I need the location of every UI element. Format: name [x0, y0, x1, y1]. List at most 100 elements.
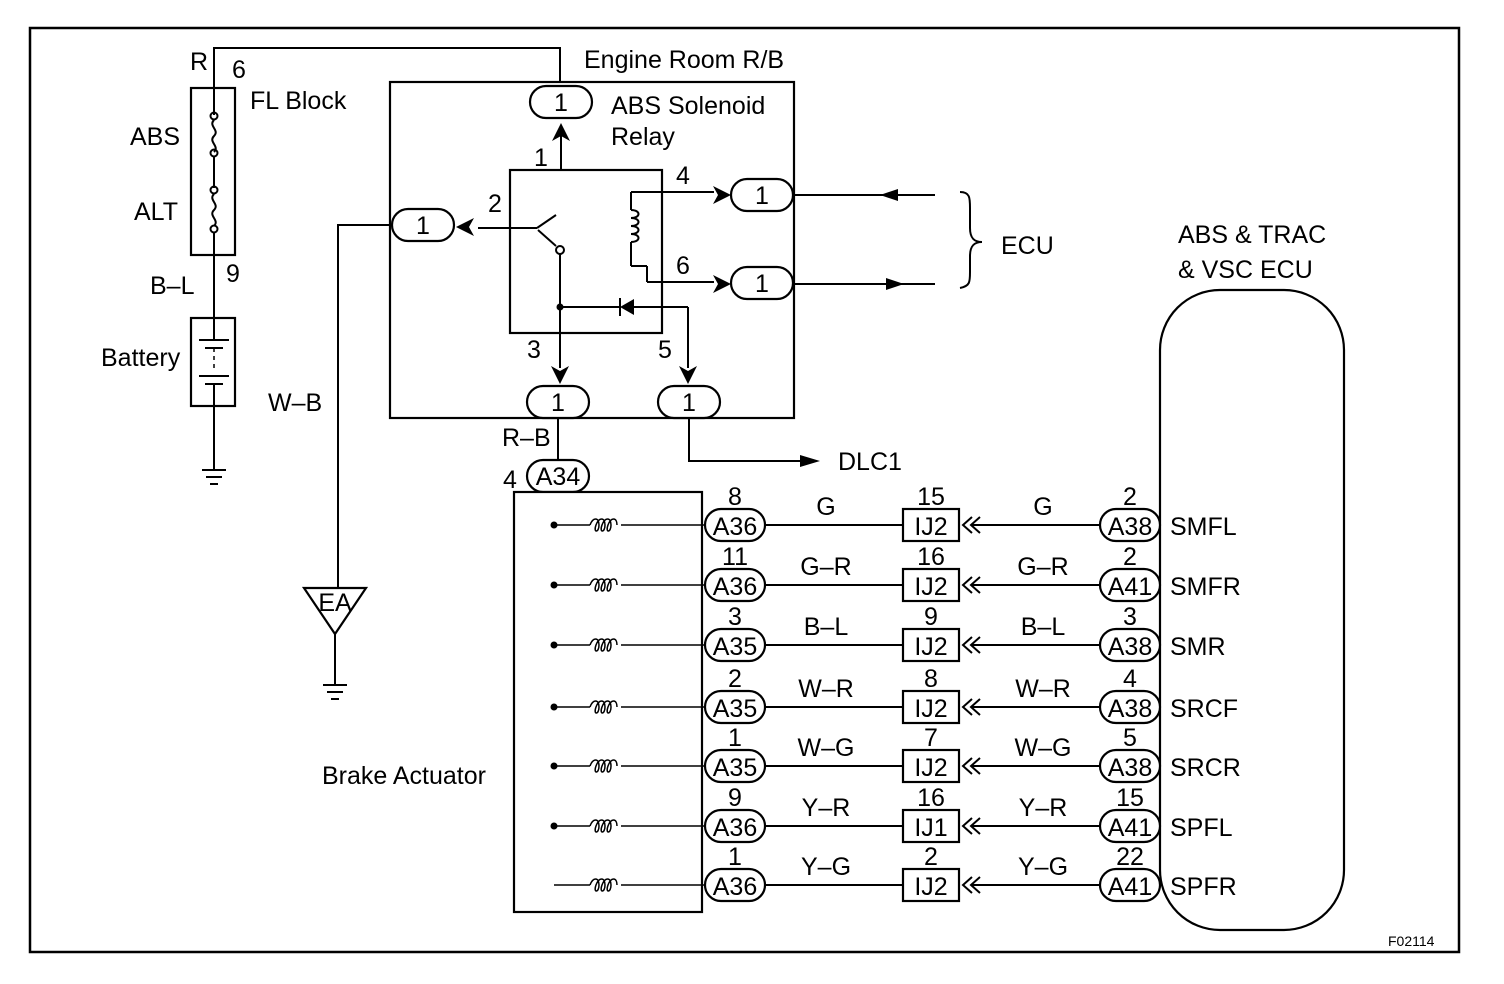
ecu-signal-label: SMR	[1170, 633, 1226, 661]
wire-color-left: W–R	[798, 675, 854, 703]
relay-pin-1: 1	[534, 144, 548, 172]
ecu-signal-lines: ECU	[793, 189, 1054, 290]
actuator-pin: 9	[728, 784, 742, 812]
ecu-connector: A41	[1108, 873, 1152, 901]
ecu-signal-label: SMFL	[1170, 513, 1237, 541]
relay-conn-5: 1	[682, 389, 696, 417]
actuator-connector: A36	[713, 814, 757, 842]
junction-pin: 7	[924, 724, 938, 752]
battery: Battery	[101, 316, 237, 485]
junction-connector: IJ2	[914, 873, 947, 901]
relay-conn-top: 1	[554, 89, 568, 117]
wire-color-right: G	[1033, 493, 1052, 521]
fuse-pin-9: 9	[226, 260, 240, 288]
ecu-connector: A38	[1108, 754, 1152, 782]
junction-pin: 9	[924, 603, 938, 631]
actuator-connector: A35	[713, 633, 757, 661]
brake-actuator-label: Brake Actuator	[322, 762, 486, 790]
wire-rb-label: R–B	[502, 424, 551, 452]
ecu-pin: 3	[1123, 603, 1137, 631]
wire-color-right: B–L	[1021, 613, 1066, 641]
wire-color-left: B–L	[804, 613, 849, 641]
ecu-group-label: ECU	[1001, 232, 1054, 260]
a34-connector: A34	[536, 463, 581, 491]
wire-color-left: Y–R	[802, 794, 851, 822]
figure-id: F02114	[1388, 933, 1435, 949]
ecu-pin: 5	[1123, 724, 1137, 752]
diagram-frame	[28, 26, 1461, 954]
actuator-pin: 1	[728, 724, 742, 752]
junction-pin: 15	[917, 483, 945, 511]
junction-pin: 8	[924, 665, 938, 693]
brake-actuator: Brake Actuator	[322, 490, 704, 914]
junction-connector: IJ2	[914, 513, 947, 541]
wire-bl-label: B–L	[150, 272, 195, 300]
ecu-pin: 2	[1123, 483, 1137, 511]
ecu-pin: 22	[1116, 843, 1144, 871]
main-ecu: ABS & TRAC & VSC ECU	[1158, 221, 1346, 932]
battery-label: Battery	[101, 344, 181, 372]
wire-color-right: W–R	[1015, 675, 1071, 703]
ecu-signal-label: SPFL	[1170, 814, 1233, 842]
engine-room-rb-label: Engine Room R/B	[584, 46, 784, 74]
actuator-connector: A36	[713, 573, 757, 601]
junction-connector: IJ2	[914, 754, 947, 782]
ecu-signal-label: SPFR	[1170, 873, 1237, 901]
ecu-connector: A38	[1108, 633, 1152, 661]
relay-pin-3: 3	[527, 336, 541, 364]
ecu-signal-label: SMFR	[1170, 573, 1241, 601]
ecu-connector: A41	[1108, 573, 1152, 601]
ecu-connector: A38	[1108, 513, 1152, 541]
ecu-signal-label: SRCR	[1170, 754, 1241, 782]
junction-pin: 16	[917, 784, 945, 812]
ecu-connector: A38	[1108, 695, 1152, 723]
fuse-pin-6: 6	[232, 56, 246, 84]
wire-color-left: W–G	[798, 734, 855, 762]
junction-pin: 16	[917, 543, 945, 571]
actuator-connector: A36	[713, 873, 757, 901]
relay-pin-5: 5	[658, 336, 672, 364]
junction-pin: 2	[924, 843, 938, 871]
ecu-connector: A41	[1108, 814, 1152, 842]
junction-connector: IJ2	[914, 573, 947, 601]
relay-conn-4: 1	[755, 182, 769, 210]
relay-pin-4: 4	[676, 162, 690, 190]
relay-conn-left: 1	[416, 212, 430, 240]
wire-color-right: W–G	[1015, 734, 1072, 762]
relay-box: Engine Room R/B ABS Solenoid Relay 1 1 1…	[388, 46, 796, 420]
relay-pin-2: 2	[488, 190, 502, 218]
ground-ea-label: EA	[318, 589, 352, 617]
junction-connector: IJ1	[914, 814, 947, 842]
actuator-connector: A35	[713, 754, 757, 782]
actuator-pin: 11	[722, 543, 748, 571]
relay-name-line2: Relay	[611, 123, 675, 151]
wire-r-label: R	[190, 48, 208, 76]
fl-block-label: FL Block	[250, 87, 347, 115]
ecu-pin: 4	[1123, 665, 1137, 693]
ecu-pin: 15	[1116, 784, 1144, 812]
wire-color-left: Y–G	[801, 853, 851, 881]
actuator-connector: A35	[713, 695, 757, 723]
fuse-block: R 6 FL Block ABS ALT 9 B–L	[130, 47, 561, 318]
actuator-connector: A36	[713, 513, 757, 541]
junction-connector: IJ2	[914, 695, 947, 723]
dlc-line: DLC1	[688, 418, 902, 476]
wire-color-right: Y–R	[1019, 794, 1068, 822]
fuse-alt-label: ALT	[134, 198, 178, 226]
dlc1-label: DLC1	[838, 448, 902, 476]
actuator-pin: 1	[728, 843, 742, 871]
actuator-pin: 8	[728, 483, 742, 511]
junction-connector: IJ2	[914, 633, 947, 661]
fuse-abs-label: ABS	[130, 123, 180, 151]
wire-wb-label: W–B	[268, 389, 322, 417]
wire-color-left: G	[816, 493, 835, 521]
ecu-signal-label: SRCF	[1170, 695, 1238, 723]
